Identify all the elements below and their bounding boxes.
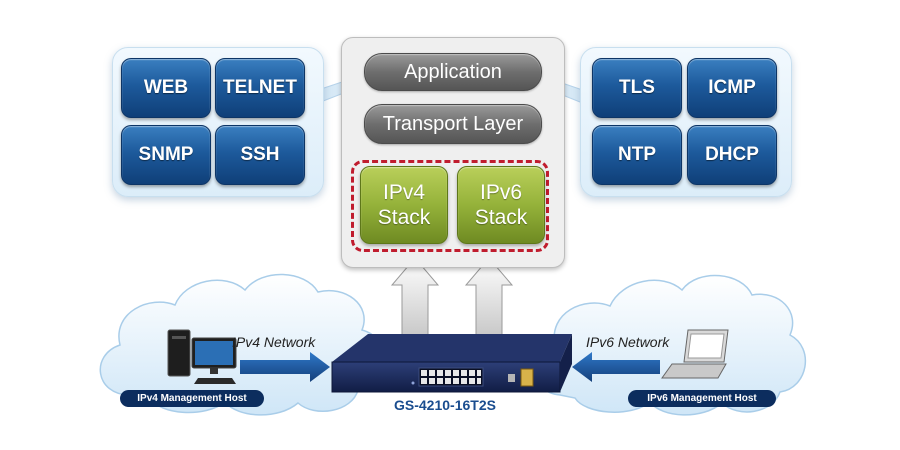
ipv6-stack-line1: IPv6: [479, 181, 523, 204]
protocol-ssh: SSH: [215, 125, 305, 185]
ipv4-host-badge: IPv4 Management Host: [120, 390, 264, 407]
laptop-icon: [661, 329, 729, 379]
protocol-dhcp: DHCP: [687, 125, 777, 185]
ipv4-network-label: IPv4 Network: [232, 334, 316, 350]
ipv4-stack: IPv4 Stack: [360, 166, 448, 244]
protocol-snmp: SNMP: [121, 125, 211, 185]
ipv6-flow-arrow-icon: [572, 352, 660, 382]
ipv6-host-badge: IPv6 Management Host: [628, 390, 776, 407]
application-layer: Application: [364, 53, 542, 91]
ipv4-flow-arrow-icon: [240, 352, 330, 382]
ipv4-stack-line1: IPv4: [382, 181, 426, 204]
ipv6-stack: IPv6 Stack: [457, 166, 545, 244]
up-arrow-icon: [390, 257, 440, 336]
transport-layer: Transport Layer: [364, 104, 542, 144]
up-arrow-icon: [464, 257, 514, 336]
ipv6-network-label: IPv6 Network: [586, 334, 670, 350]
ipv6-stack-line2: Stack: [474, 206, 528, 229]
ipv6-cloud-icon: [533, 274, 807, 416]
protocol-tls: TLS: [592, 58, 682, 118]
protocol-telnet: TELNET: [215, 58, 305, 118]
protocol-web: WEB: [121, 58, 211, 118]
protocol-icmp: ICMP: [687, 58, 777, 118]
dual-stack-frame: [351, 160, 549, 252]
switch-icon: [331, 334, 572, 393]
desktop-pc-icon: [167, 329, 237, 384]
protocol-ntp: NTP: [592, 125, 682, 185]
switch-model-label: GS-4210-16T2S: [394, 397, 496, 413]
ipv4-stack-line2: Stack: [377, 206, 431, 229]
